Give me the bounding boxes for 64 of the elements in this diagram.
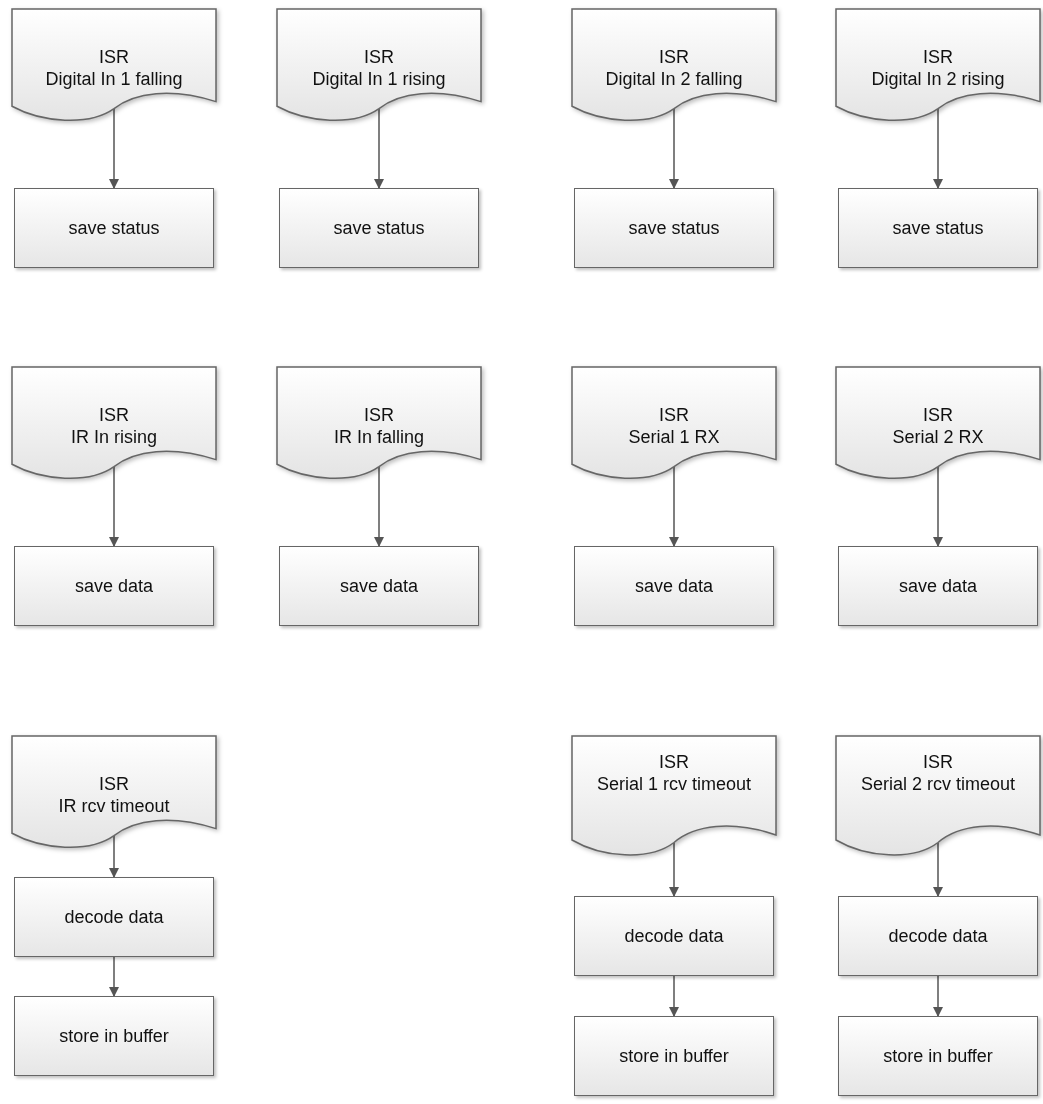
arrow: [933, 465, 943, 547]
process-box: [14, 546, 214, 626]
process-box: [574, 546, 774, 626]
node-text: Digital In 2 rising: [871, 68, 1005, 90]
node-text: Digital In 1 falling: [45, 68, 183, 90]
node-text: store in buffer: [883, 1045, 993, 1067]
node-text: ISR: [659, 751, 689, 773]
node-text: store in buffer: [619, 1045, 729, 1067]
process-box: [574, 188, 774, 268]
node-text: ISR: [99, 404, 129, 426]
arrow: [933, 975, 943, 1017]
node-text: Serial 1 rcv timeout: [596, 773, 752, 795]
node-text: decode data: [888, 925, 988, 947]
process-box: [838, 188, 1038, 268]
node-text: ISR: [364, 404, 394, 426]
node-text: ISR: [364, 46, 394, 68]
node-text: ISR: [99, 773, 129, 795]
node-text: Digital In 1 rising: [312, 68, 446, 90]
arrow: [109, 107, 119, 189]
node-text: ISR: [659, 46, 689, 68]
arrow: [374, 465, 384, 547]
node-text: IR rcv timeout: [58, 795, 170, 817]
node-text: decode data: [64, 906, 164, 928]
node-text: Digital In 2 falling: [605, 68, 743, 90]
arrow: [109, 956, 119, 997]
process-box: [574, 896, 774, 976]
node-text: save status: [628, 217, 720, 239]
node-text: store in buffer: [59, 1025, 169, 1047]
node-text: save data: [74, 575, 154, 597]
process-box: [14, 877, 214, 957]
arrow: [109, 465, 119, 547]
node-text: IR In falling: [333, 426, 424, 448]
node-text: save data: [339, 575, 419, 597]
arrow: [669, 841, 679, 897]
arrow: [109, 834, 119, 878]
process-box: [838, 546, 1038, 626]
node-text: ISR: [923, 404, 953, 426]
node-text: Serial 1 RX: [628, 426, 720, 448]
process-box: [279, 546, 479, 626]
process-box: [14, 996, 214, 1076]
node-text: ISR: [99, 46, 129, 68]
node-text: save status: [333, 217, 425, 239]
node-text: Serial 2 rcv timeout: [860, 773, 1016, 795]
node-text: save status: [892, 217, 984, 239]
arrow: [933, 107, 943, 189]
node-text: save data: [634, 575, 714, 597]
process-box: [838, 896, 1038, 976]
node-text: ISR: [923, 751, 953, 773]
process-box: [574, 1016, 774, 1096]
node-text: ISR: [659, 404, 689, 426]
node-text: ISR: [923, 46, 953, 68]
arrow: [669, 107, 679, 189]
arrow: [374, 107, 384, 189]
arrow: [669, 465, 679, 547]
node-text: IR In rising: [71, 426, 157, 448]
node-text: save status: [68, 217, 160, 239]
node-text: save data: [898, 575, 978, 597]
process-box: [279, 188, 479, 268]
process-box: [14, 188, 214, 268]
process-box: [838, 1016, 1038, 1096]
arrow: [669, 975, 679, 1017]
node-text: decode data: [624, 925, 724, 947]
node-text: Serial 2 RX: [892, 426, 984, 448]
arrow: [933, 841, 943, 897]
